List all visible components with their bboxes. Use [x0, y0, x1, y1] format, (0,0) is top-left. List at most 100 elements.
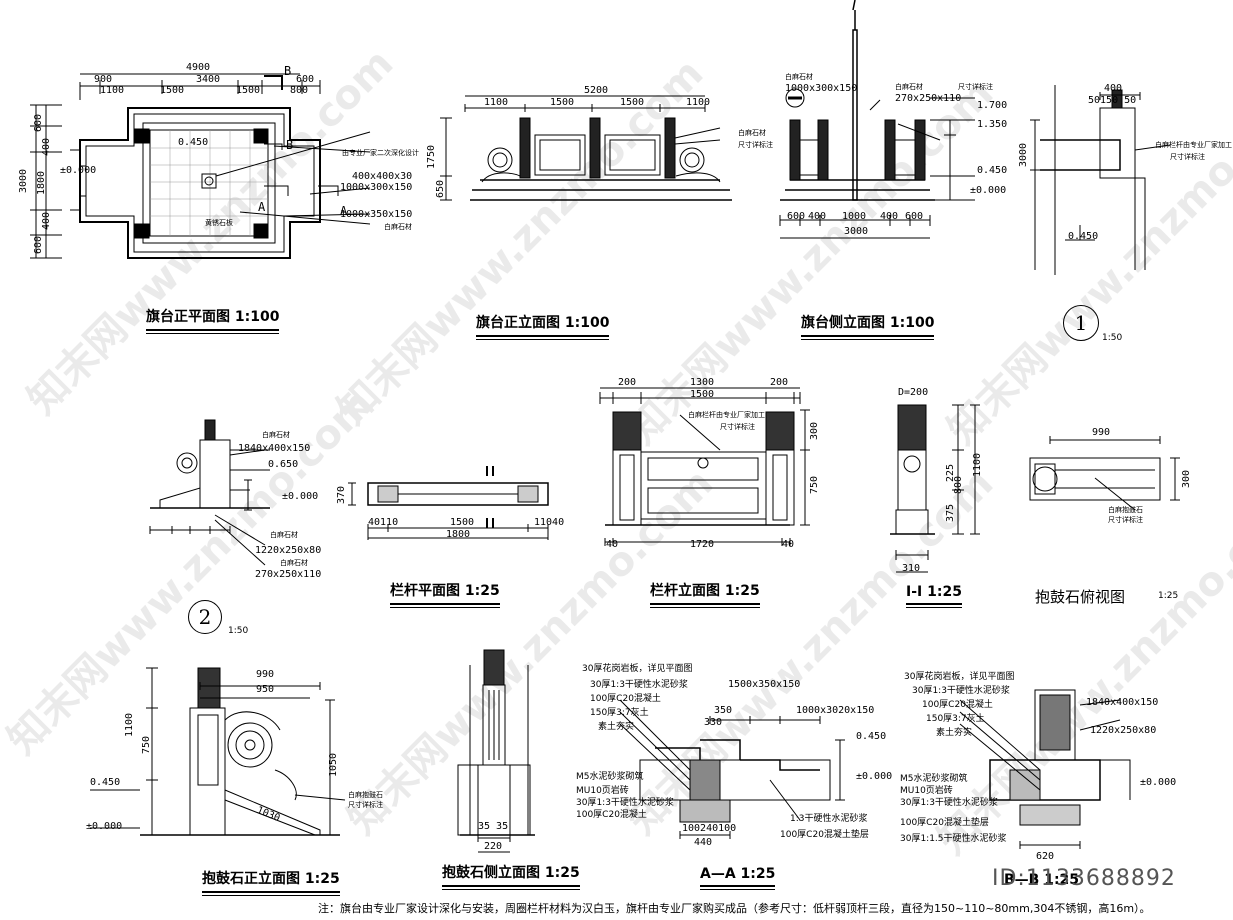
drum-front-drawing [90, 667, 346, 836]
dim-text: 600 [905, 211, 924, 222]
dim-text: 600 [33, 235, 45, 255]
drum-front-title: 抱鼓石正立面图 1:25 [202, 868, 340, 896]
dim-text: 1720 [690, 539, 715, 550]
dim-text: 1800 [36, 170, 48, 196]
section-aa-title: A—A 1:25 [700, 866, 776, 890]
annotation: 150厚3:7灰土 [590, 708, 649, 718]
dim-text: 1100 [972, 452, 984, 478]
annotation: 黄锈石板 [205, 219, 233, 227]
dim-text: 40 [606, 539, 619, 550]
elevation-mark: 0.650 [268, 459, 299, 470]
dim-text: 3000 [844, 226, 869, 237]
annotation: 1840x400x150 [1086, 697, 1159, 708]
dim-text: 1500 [236, 85, 261, 96]
dim-text: 11040 [534, 517, 565, 528]
dim-text: 400 [41, 211, 53, 231]
annotation: 由专业厂家二次深化设计 [342, 149, 419, 157]
dim-text: 100240100 [682, 823, 737, 834]
footer-note: 注：旗台由专业厂家设计深化与安装，周圈栏杆材料为汉白玉，旗杆由专业厂家购买成品（… [318, 902, 1151, 915]
dim-text: 1100 [686, 97, 711, 108]
elevation-mark: ±0.000 [970, 185, 1007, 196]
side-elevation-drawing [779, 0, 975, 239]
dim-text: 330 [704, 717, 723, 728]
annotation: 白麻石材 [270, 531, 298, 539]
elevation-mark: 1.700 [977, 100, 1008, 111]
annotation: 100厚C20混凝土 [590, 694, 661, 704]
dim-text: 370 [336, 485, 348, 505]
side-elevation-title: 旗台侧立面图 1:100 [801, 312, 935, 340]
rail-elevation-drawing [599, 387, 810, 546]
annotation: MU10页岩砖 [900, 786, 953, 796]
detail-2-mark: 2 [188, 600, 222, 634]
dim-text: 350 [714, 705, 733, 716]
annotation: 1840x400x150 [238, 443, 311, 454]
annotation: 1000x300x150 [340, 182, 413, 193]
annotation: 1000x300x150 [785, 83, 858, 94]
dim-text: 600 [787, 211, 806, 222]
dim-text: 400 [1104, 83, 1123, 94]
dim-text: 620 [1036, 851, 1055, 862]
annotation: M5水泥砂浆砌筑 [900, 774, 968, 784]
drum-side-drawing [457, 649, 535, 853]
elevation-mark: 0.450 [178, 137, 209, 148]
elevation-mark: 1.350 [977, 119, 1008, 130]
plan-view-drawing [30, 73, 371, 259]
section-ii-drawing [890, 404, 980, 573]
annotation: 30厚1:3干硬性水泥砂浆 [576, 798, 674, 808]
dim-text: 1500 [160, 85, 185, 96]
dim-text: 300 [809, 421, 821, 441]
dim-text: 1500 [690, 389, 715, 400]
drum-top-title: 抱鼓石俯视图 [1035, 588, 1126, 606]
dim-text: 1300 [690, 377, 715, 388]
drum-top-scale: 1:25 [1158, 591, 1179, 601]
dim-text: D=200 [898, 387, 929, 398]
elevation-mark: 0.450 [977, 165, 1008, 176]
elevation-mark: ±0.000 [282, 491, 319, 502]
dim-text: 5200 [584, 85, 609, 96]
dim-text: 800 [290, 85, 309, 96]
annotation: 100厚C20混凝土垫层 [900, 818, 989, 828]
elevation-mark: ±0.000 [60, 165, 97, 176]
dim-text: 1000 [842, 211, 867, 222]
dim-text: 1100 [484, 97, 509, 108]
annotation: 白麻抱鼓石 [1108, 506, 1143, 514]
annotation: 尺寸详标注 [958, 83, 993, 91]
annotation: 白麻石材 [262, 431, 290, 439]
annotation: 30厚1:3干硬性水泥砂浆 [912, 686, 1010, 696]
annotation: 白麻石材 [280, 559, 308, 567]
annotation: 1220x250x80 [255, 545, 322, 556]
dim-text: 600 [33, 113, 45, 133]
annotation: 1220x250x80 [1090, 725, 1157, 736]
dim-text: 990 [256, 669, 275, 680]
dim-text: 310 [902, 563, 921, 574]
dim-text: 1500 [450, 517, 475, 528]
front-elevation-drawing [440, 95, 732, 201]
detail-2-scale: 1:50 [228, 626, 249, 636]
front-elevation-title: 旗台正立面图 1:100 [476, 312, 610, 340]
section-cut-label: B [286, 138, 294, 152]
detail-1-drawing [1030, 85, 1171, 275]
drum-side-title: 抱鼓石侧立面图 1:25 [442, 862, 580, 890]
section-cut-label: B [284, 64, 292, 78]
dim-text: 3400 [196, 74, 221, 85]
dim-text: 900 [94, 74, 113, 85]
annotation: 尺寸详标注 [720, 423, 755, 431]
dim-text: 3000 [18, 168, 30, 194]
annotation: 尺寸详标注 [348, 801, 383, 809]
dim-text: 1500 [620, 97, 645, 108]
annotation: 100厚C20混凝土 [576, 810, 647, 820]
section-bb-drawing [959, 689, 1131, 849]
dim-text: 375 [945, 503, 957, 523]
dim-text: 1750 [426, 144, 438, 170]
detail-1-scale: 1:50 [1102, 333, 1123, 343]
section-aa-drawing [619, 699, 845, 839]
dim-text: 40 [782, 539, 795, 550]
annotation: 30厚1:1.5干硬性水泥砂浆 [900, 834, 1007, 844]
drum-top-drawing [1029, 436, 1180, 511]
annotation: 素土夯实 [936, 728, 973, 738]
annotation: M5水泥砂浆砌筑 [576, 772, 644, 782]
dim-text: 200 [770, 377, 789, 388]
detail-2-drawing [149, 419, 270, 566]
section-ii-title: I-I 1:25 [906, 584, 962, 608]
